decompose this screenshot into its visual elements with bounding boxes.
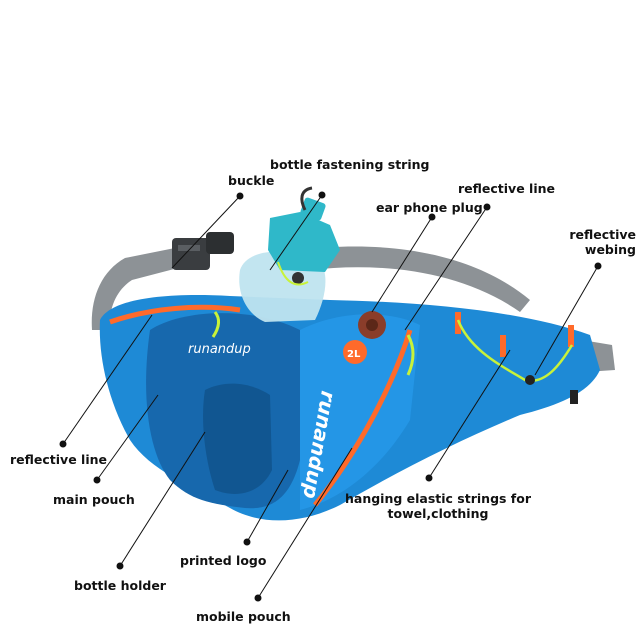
label-main-pouch: main pouch	[53, 492, 135, 507]
label-bottle-holder: bottle holder	[74, 578, 166, 593]
zipper-pull-front	[406, 334, 415, 376]
bottle-fastening-string	[300, 186, 313, 211]
label-hanging-elastic-strings: hanging elastic strings for towel,clothi…	[344, 491, 532, 521]
leader-lines	[59, 191, 602, 602]
label-reflective-webing: reflective webing	[569, 227, 636, 257]
mobile-pouch-panel	[300, 314, 420, 510]
label-reflective-line-top: reflective line	[458, 181, 555, 196]
capacity-badge-text: 2L	[347, 349, 361, 360]
label-buckle: buckle	[228, 173, 275, 188]
elastic-cord-lock	[525, 375, 535, 385]
left-waist-strap	[91, 248, 178, 330]
capacity-badge	[343, 340, 367, 364]
zipper-front	[313, 329, 413, 507]
water-bottle	[239, 197, 340, 322]
zipper-main	[109, 304, 241, 325]
zipper-pull-main	[211, 311, 220, 338]
elastic-strings	[456, 319, 574, 383]
label-mobile-pouch: mobile pouch	[196, 609, 291, 624]
brand-logo-front: runandup	[188, 342, 251, 357]
label-reflective-line-left: reflective line	[10, 452, 107, 467]
strap-end-toggle	[570, 390, 578, 404]
label-ear-phone-plug: ear phone plug	[376, 200, 483, 215]
buckle	[172, 232, 234, 270]
label-printed-logo: printed logo	[180, 553, 267, 568]
right-waist-strap	[300, 246, 530, 312]
label-bottle-fastening-string: bottle fastening string	[270, 157, 430, 172]
mesh-panel	[203, 383, 272, 494]
